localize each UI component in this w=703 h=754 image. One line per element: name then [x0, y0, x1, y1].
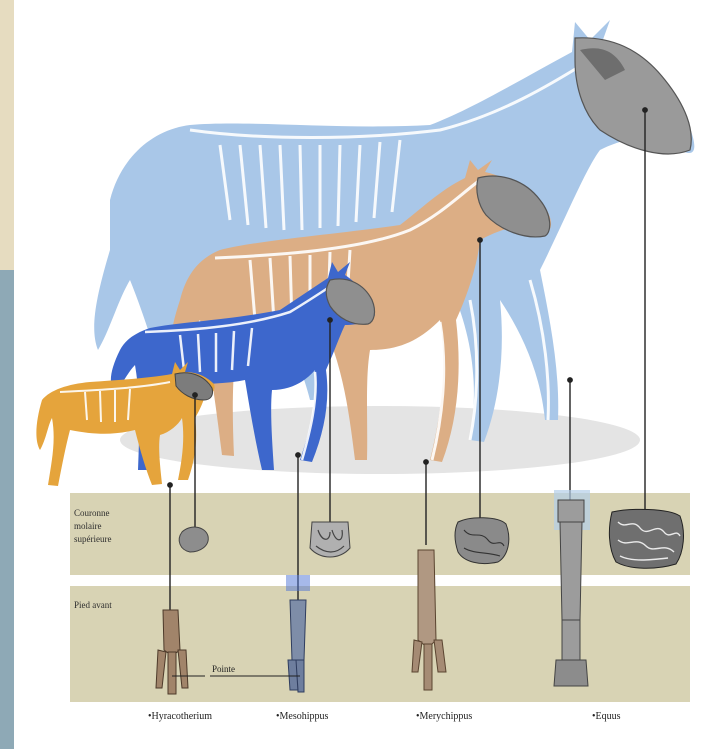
species-label-mesohippus: •Mesohippus: [276, 711, 328, 722]
species-label-hyracotherium: •Hyracotherium: [148, 711, 212, 722]
ground-shadow: [120, 406, 640, 474]
merychippus-molar: [455, 518, 509, 564]
molar-label-line3: supérieure: [74, 533, 111, 546]
species-label-merychippus: •Merychippus: [416, 711, 472, 722]
left-strip-top: [0, 0, 14, 270]
species-label-equus: •Equus: [592, 711, 621, 722]
left-strip-bottom: [0, 270, 14, 749]
molar-band-label: Couronne molaire supérieure: [74, 507, 111, 546]
hyracotherium-silhouette: [36, 362, 214, 486]
equus-molar: [609, 509, 683, 568]
band-separator: [70, 575, 690, 586]
molar-label-line2: molaire: [74, 520, 111, 533]
pointe-label: Pointe: [212, 664, 235, 674]
foot-band-label: Pied avant: [74, 599, 112, 612]
molar-band: [70, 493, 690, 575]
foot-band: [70, 586, 690, 702]
molar-label-line1: Couronne: [74, 507, 111, 520]
mesohippus-molar: [310, 522, 350, 557]
